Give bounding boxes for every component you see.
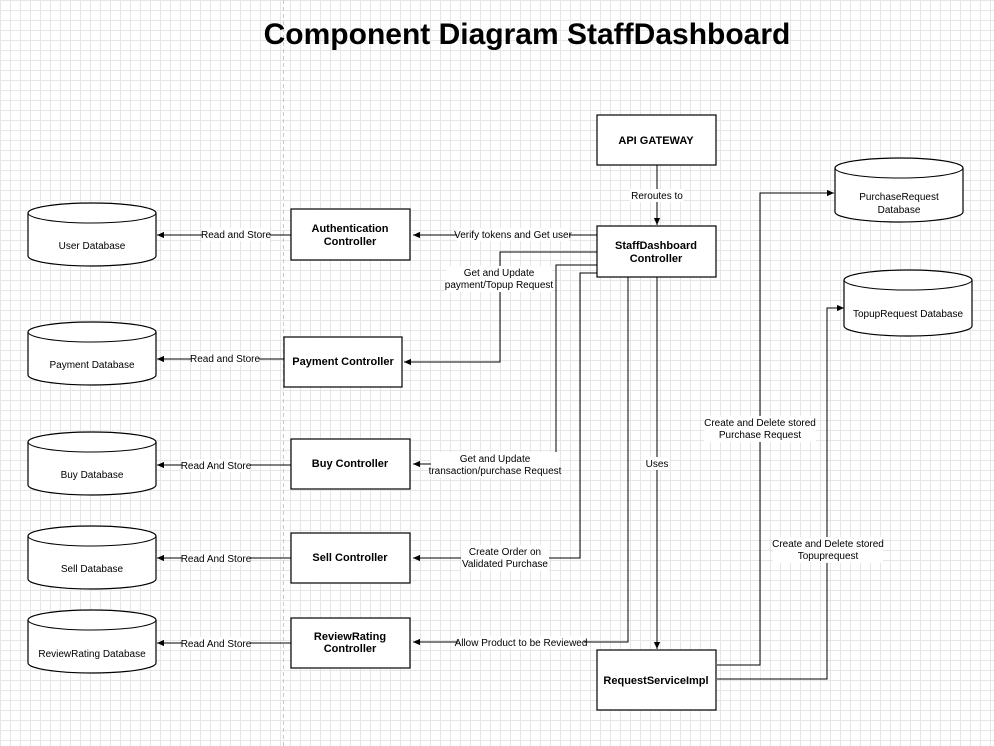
svg-text:Get and Update: Get and Update [464,268,535,279]
staff-dashboard-controller: StaffDashboard Controller [596,225,717,278]
buy-controller: Buy Controller [290,438,411,490]
edge-label-purchase-crud: Create and Delete stored Purchase Reques… [704,416,816,442]
edge-label-review-store: Read And Store [181,637,252,650]
svg-text:Sell Database: Sell Database [61,564,124,575]
svg-text:Create and Delete stored: Create and Delete stored [704,418,816,429]
edge-payment-update [404,251,597,366]
svg-text:User Database: User Database [59,241,126,252]
svg-text:Read And Store: Read And Store [181,554,252,565]
sell-database: Sell Database [27,525,157,590]
svg-text:Create and Delete stored: Create and Delete stored [772,539,884,550]
reviewrating-database: ReviewRating Database [27,609,157,674]
svg-text:TopupRequest Database: TopupRequest Database [853,309,964,320]
svg-text:transaction/purchase Request: transaction/purchase Request [429,466,562,477]
svg-text:Read and Store: Read and Store [201,230,271,241]
svg-text:ReviewRating: ReviewRating [314,631,386,643]
svg-text:Purchase Request: Purchase Request [719,430,801,441]
svg-text:Read And Store: Read And Store [181,461,252,472]
svg-text:Read And Store: Read And Store [181,639,252,650]
svg-text:ReviewRating Database: ReviewRating Database [38,649,146,660]
edge-label-topup-crud: Create and Delete stored Topuprequest [772,537,884,563]
svg-text:Reroutes to: Reroutes to [631,191,683,202]
edge-label-create-order: Create Order on Validated Purchase [461,545,549,571]
svg-text:Read and Store: Read and Store [190,354,260,365]
svg-text:Controller: Controller [324,236,377,248]
edge-label-reroutes-to: Reroutes to [630,189,684,202]
svg-text:API GATEWAY: API GATEWAY [618,135,694,147]
svg-text:PurchaseRequest: PurchaseRequest [859,192,939,203]
buy-database: Buy Database [27,431,157,496]
authentication-controller: Authentication Controller [290,208,411,261]
edge-label-uses: Uses [644,457,670,470]
edge-label-buy-store: Read And Store [181,459,252,472]
payment-database: Payment Database [27,321,157,386]
edge-topup-crud [717,304,844,680]
svg-text:StaffDashboard: StaffDashboard [615,240,697,252]
reviewrating-controller: ReviewRating Controller [290,617,411,669]
edge-label-allow-review: Allow Product to be Reviewed [455,636,588,649]
svg-text:Controller: Controller [324,643,377,655]
edge-label-payment-store: Read and Store [190,352,260,365]
svg-text:RequestServiceImpl: RequestServiceImpl [603,675,708,687]
edge-buy-update [413,264,597,468]
sell-controller: Sell Controller [290,532,411,584]
svg-text:Authentication: Authentication [312,223,389,235]
svg-text:Controller: Controller [630,253,683,265]
diagram-title: Component Diagram StaffDashboard [264,18,791,51]
svg-text:Buy Database: Buy Database [61,470,124,481]
edge-label-sell-store: Read And Store [181,552,252,565]
payment-controller: Payment Controller [283,336,403,388]
svg-text:Payment Controller: Payment Controller [292,356,394,368]
svg-text:Topuprequest: Topuprequest [798,551,859,562]
svg-text:Validated Purchase: Validated Purchase [462,559,548,570]
svg-text:Allow Product to be Reviewed: Allow Product to be Reviewed [455,638,588,649]
edge-label-buy-update: Get and Update transaction/purchase Requ… [429,452,562,478]
svg-text:Create Order on: Create Order on [469,547,541,558]
request-service-impl: RequestServiceImpl [596,649,717,711]
topup-request-database: TopupRequest Database [843,269,973,337]
svg-text:Get and Update: Get and Update [460,454,531,465]
api-gateway-component: API GATEWAY [596,114,717,166]
svg-text:Database: Database [878,205,921,216]
svg-text:Verify tokens and Get user: Verify tokens and Get user [454,230,573,241]
svg-text:Buy Controller: Buy Controller [312,458,389,470]
svg-text:Uses: Uses [646,459,669,470]
edge-label-payment-update: Get and Update payment/Topup Request [445,266,554,292]
purchase-request-database: PurchaseRequest Database [834,157,964,223]
edge-create-order [413,272,597,562]
svg-text:Sell Controller: Sell Controller [312,552,388,564]
svg-text:payment/Topup Request: payment/Topup Request [445,280,554,291]
svg-text:Payment Database: Payment Database [49,360,134,371]
edge-label-verify-tokens: Verify tokens and Get user [454,228,573,241]
edge-label-auth-store: Read and Store [201,228,271,241]
user-database: User Database [27,202,157,267]
